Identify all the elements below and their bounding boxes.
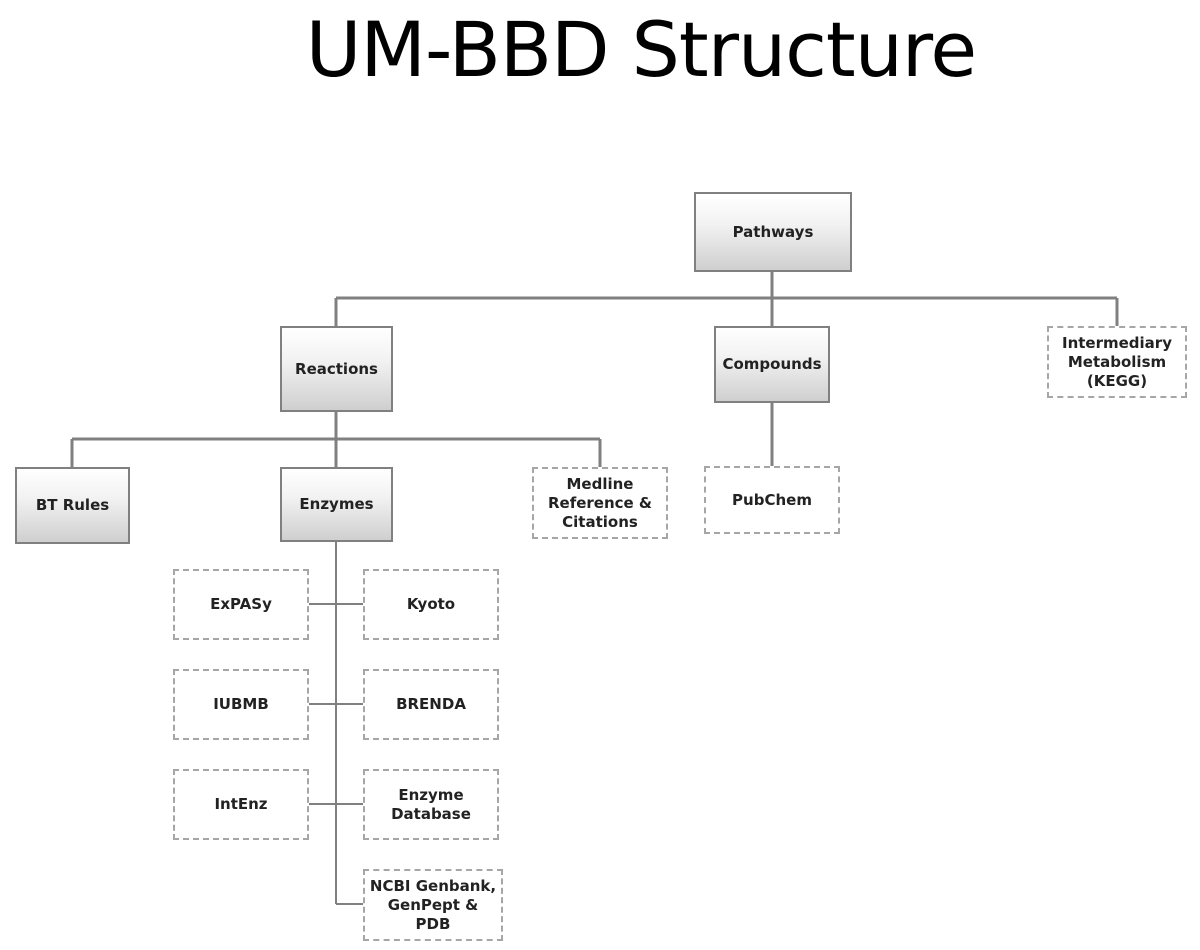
compounds-label: Compounds: [722, 355, 822, 373]
expasy-label: ExPASy: [210, 595, 272, 613]
reactions-label: Reactions: [295, 359, 378, 378]
kyoto-node: Kyoto: [363, 569, 499, 640]
expasy-node: ExPASy: [173, 569, 309, 640]
enzyme-database-label: Enzyme Database: [391, 785, 471, 823]
ncbi-node: NCBI Genbank, GenPept & PDB: [363, 869, 503, 941]
brenda-label: BRENDA: [396, 695, 466, 713]
bt-rules-node: BT Rules: [15, 467, 130, 544]
medline-node: Medline Reference & Citations: [532, 467, 668, 539]
iubmb-label: IUBMB: [213, 695, 269, 713]
pubchem-label: PubChem: [732, 490, 812, 509]
bt-rules-label: BT Rules: [35, 496, 110, 514]
compounds-node: Compounds: [714, 326, 830, 403]
enzymes-node: Enzymes: [280, 467, 393, 542]
enzymes-label: Enzymes: [299, 495, 374, 513]
enzyme-database-node: Enzyme Database: [363, 769, 499, 840]
pathways-label: Pathways: [732, 222, 814, 241]
kyoto-label: Kyoto: [406, 595, 456, 613]
pubchem-node: PubChem: [704, 466, 840, 534]
intermediary-metabolism-node: Intermediary Metabolism (KEGG): [1047, 326, 1187, 398]
intenz-label: IntEnz: [214, 795, 268, 813]
ncbi-label: NCBI Genbank, GenPept & PDB: [369, 876, 497, 933]
pathways-node: Pathways: [694, 192, 852, 272]
iubmb-node: IUBMB: [173, 669, 309, 740]
reactions-node: Reactions: [280, 326, 393, 412]
intenz-node: IntEnz: [173, 769, 309, 840]
medline-label: Medline Reference & Citations: [547, 474, 653, 531]
intermediary-metabolism-label: Intermediary Metabolism (KEGG): [1062, 333, 1172, 390]
diagram-title: UM-BBD Structure: [305, 5, 977, 94]
brenda-node: BRENDA: [363, 669, 499, 740]
